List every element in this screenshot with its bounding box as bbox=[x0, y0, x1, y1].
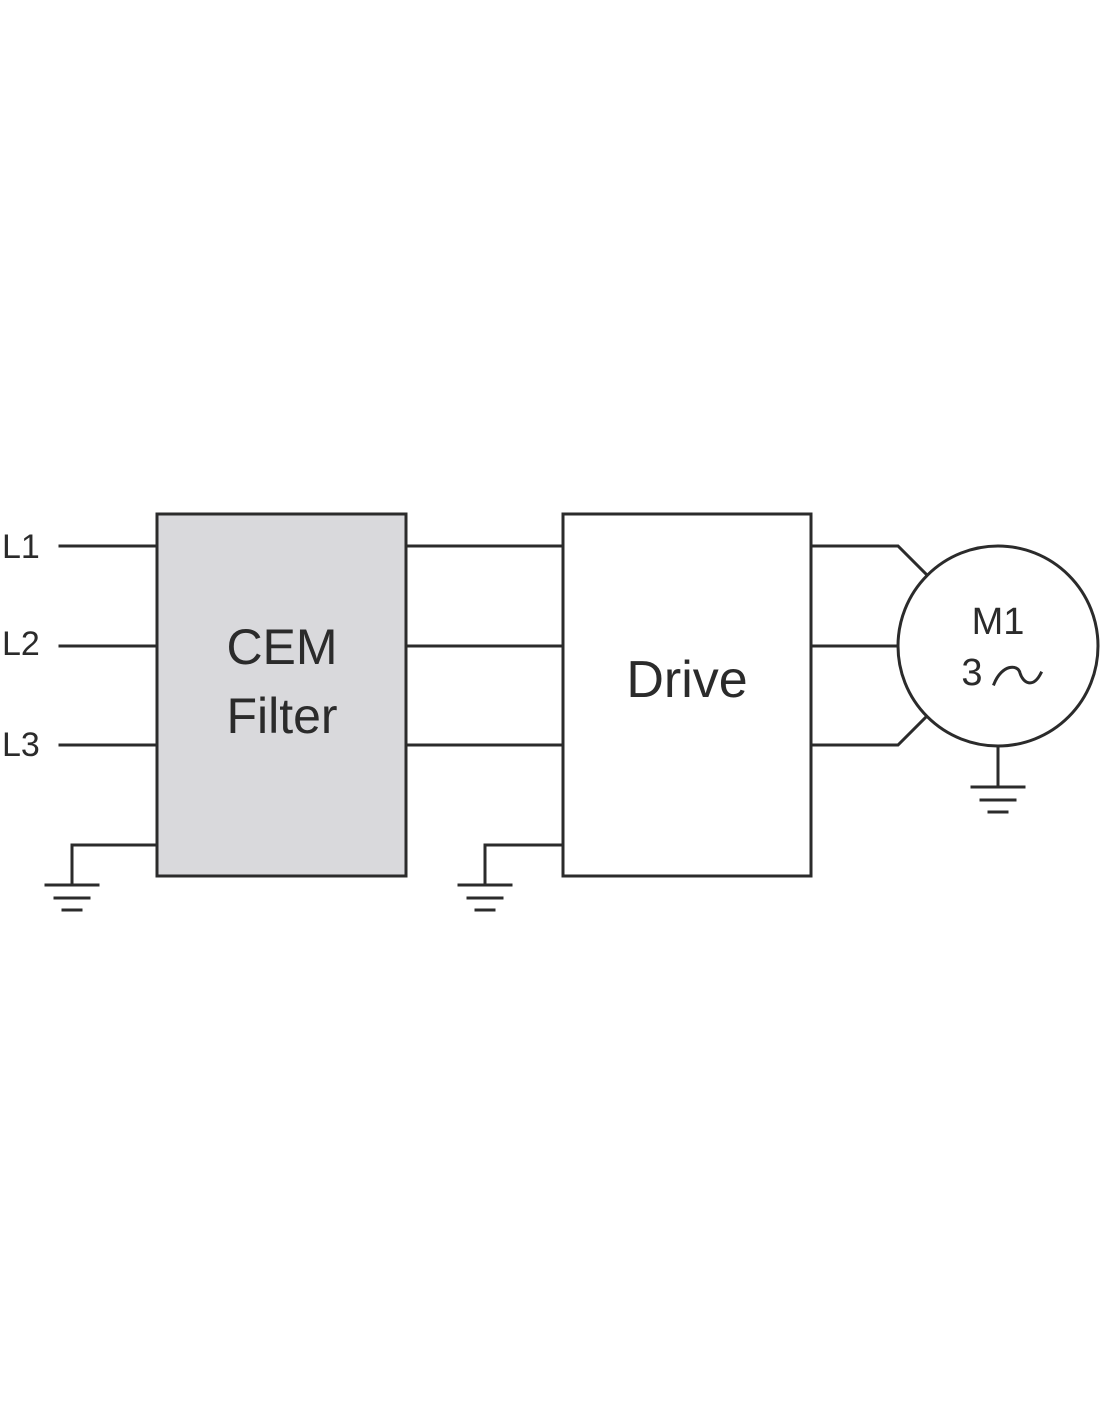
input-wires bbox=[58, 544, 159, 747]
filter-label-line2: Filter bbox=[226, 688, 337, 744]
motor-ground bbox=[970, 744, 1026, 814]
motor-phase-count: 3 bbox=[961, 652, 982, 694]
line-label-l3: L3 bbox=[2, 726, 40, 764]
line-label-l1: L1 bbox=[2, 528, 40, 566]
filter-ground bbox=[44, 843, 159, 912]
drive-label: Drive bbox=[626, 651, 747, 709]
filter-to-drive-wires bbox=[404, 544, 565, 747]
line-label-l2: L2 bbox=[2, 625, 40, 663]
motor-symbol bbox=[896, 544, 1100, 748]
drive-to-motor-wires bbox=[809, 544, 929, 747]
cem-filter-box bbox=[155, 512, 408, 878]
drive-box bbox=[561, 512, 813, 878]
ac-tilde-icon bbox=[992, 665, 1044, 686]
filter-label-line1: CEM bbox=[226, 619, 337, 675]
drive-ground bbox=[457, 843, 565, 912]
motor-label: M1 bbox=[972, 601, 1025, 643]
